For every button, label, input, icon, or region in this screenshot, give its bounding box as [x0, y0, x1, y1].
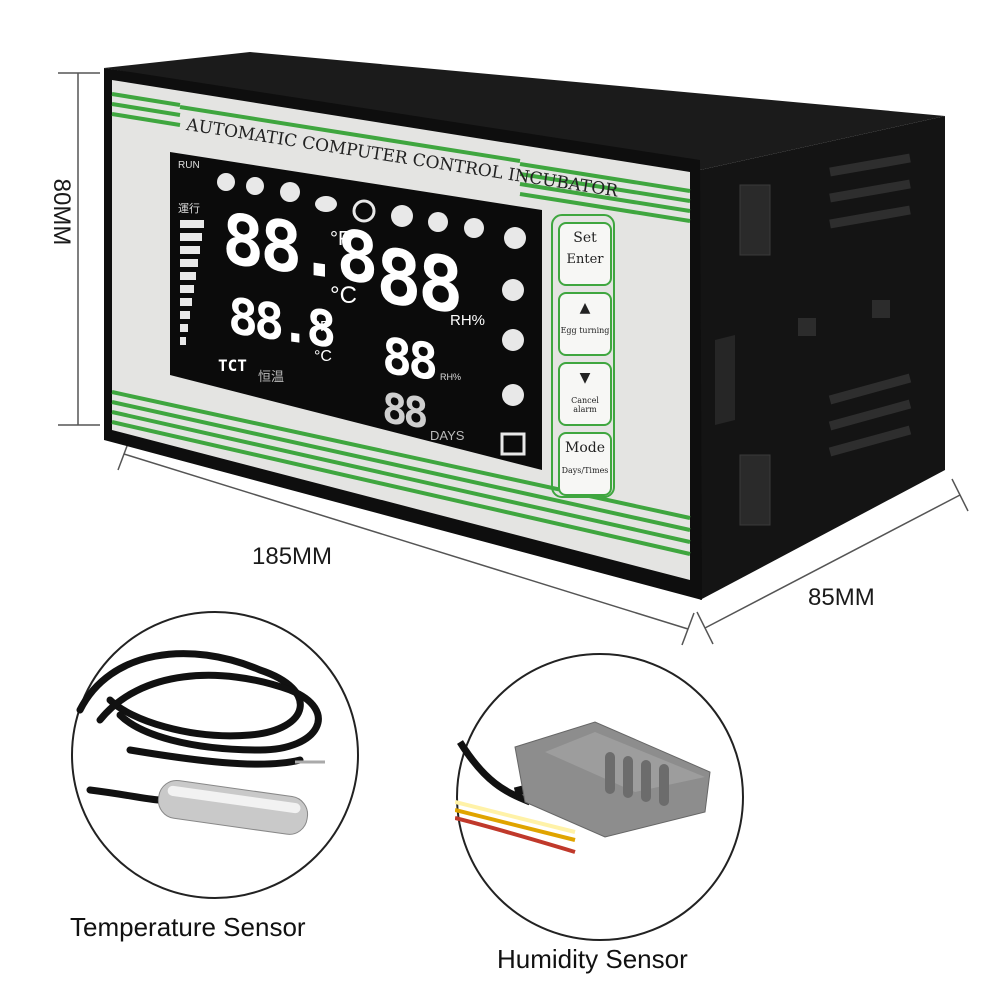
mode-days-times-button[interactable]: Mode Days/Times [558, 432, 612, 496]
lcd-humidity-unit: RH% [450, 312, 486, 329]
bulb-icon [464, 218, 484, 238]
lcd-temp-sub-unit-c: °C [314, 348, 332, 365]
lcd-temp-unit-c: °C [330, 282, 357, 309]
down-arrow-icon: ▼ [579, 370, 591, 386]
egg-turning-label: Egg turning [560, 326, 610, 335]
temperature-sensor-caption: Temperature Sensor [70, 912, 306, 942]
snowflake-icon [217, 173, 235, 191]
fan-icon [428, 212, 448, 232]
up-egg-turning-button[interactable]: ▲ Egg turning [558, 292, 612, 356]
down-cancel-alarm-button[interactable]: ▼ Cancel alarm [558, 362, 612, 426]
plus-circle-icon [352, 199, 376, 223]
set-enter-button[interactable]: Set Enter [558, 222, 612, 286]
rooster-icon [504, 227, 526, 249]
humidity-sensor-caption: Humidity Sensor [497, 944, 688, 974]
pigeon-icon [502, 384, 524, 406]
lcd-run-cn: 運行 [178, 203, 200, 215]
enter-label: Enter [566, 252, 604, 267]
cancel-alarm-label: Cancel alarm [571, 396, 599, 414]
lcd-days-value: 88 [382, 383, 425, 438]
alarm-icon [391, 205, 413, 227]
dimension-depth-label: 85MM [808, 584, 875, 611]
lcd-tct-label: TCT [218, 356, 247, 375]
lcd-humidity-main: 88 [376, 230, 460, 331]
days-times-label: Days/Times [561, 466, 609, 475]
lcd-run-label: RUN [178, 160, 200, 171]
duck-icon [502, 329, 524, 351]
eye-icon [315, 196, 337, 212]
door-icon [500, 432, 526, 456]
lcd-humidity-sub: 88 [382, 326, 435, 392]
lcd-humidity-sub-unit: RH% [440, 372, 462, 382]
cloud-rain-icon [280, 182, 300, 202]
lcd-temp-unit-f: °F [330, 228, 351, 250]
lcd-cn-label: 恒温 [258, 369, 285, 384]
flame-icon [246, 177, 264, 195]
dimension-width-label: 185MM [252, 543, 333, 570]
mode-label: Mode [564, 440, 605, 456]
lcd-days-label: DAYS [430, 428, 465, 443]
goose-icon [502, 279, 524, 301]
humidity-sensor-image [455, 653, 744, 941]
up-arrow-icon: ▲ [579, 300, 591, 316]
set-label: Set [573, 230, 597, 246]
lcd-screen [170, 152, 542, 470]
lcd-temp-sub-unit-f: °F [314, 318, 330, 335]
temperature-sensor-image [71, 611, 359, 899]
